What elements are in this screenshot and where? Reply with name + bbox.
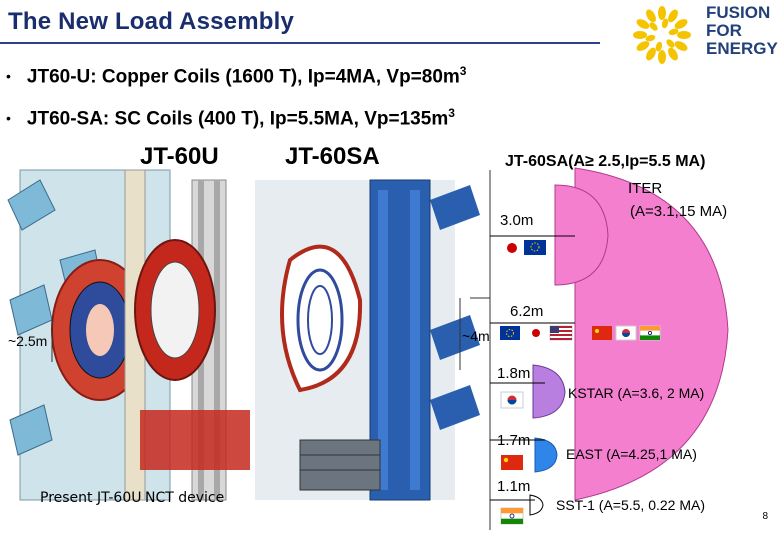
sst-label: SST-1 (A=5.5, 0.22 MA) bbox=[556, 497, 706, 513]
jt60u-machine-illustration bbox=[7, 169, 250, 501]
bullet-jt60sa-sup: 3 bbox=[448, 106, 455, 120]
jt60sa-size: 3.0m bbox=[500, 212, 534, 229]
japan-flag-icon bbox=[507, 243, 517, 253]
fusion-sun-logo-icon bbox=[633, 6, 691, 64]
logo-line-2: FOR bbox=[706, 21, 742, 40]
jt60sa-shape bbox=[490, 184, 609, 286]
east-size: 1.7m bbox=[497, 432, 531, 449]
bullet-jt60u-sup: 3 bbox=[459, 64, 467, 78]
japan-flag-icon bbox=[532, 329, 540, 337]
dim-right-label: ~4m bbox=[462, 328, 490, 344]
kstar-size: 1.8m bbox=[497, 365, 531, 382]
india-flag-icon bbox=[639, 325, 661, 341]
china-flag-icon bbox=[592, 326, 612, 340]
logo-text: FUSION FOR ENERGY bbox=[706, 4, 780, 58]
india-flag-icon bbox=[500, 507, 524, 525]
jt60sa-label: JT-60SA bbox=[285, 143, 380, 170]
iter-label: ITER bbox=[628, 180, 663, 197]
sst-shape bbox=[490, 494, 544, 516]
east-label: EAST (A=4.25,1 MA) bbox=[566, 446, 697, 462]
kstar-label: KSTAR (A=3.6, 2 MA) bbox=[568, 385, 705, 401]
kstar-shape bbox=[490, 364, 566, 419]
eu-flag-icon bbox=[524, 240, 546, 255]
logo-line-3: ENERGY bbox=[706, 39, 778, 58]
slide-title: The New Load Assembly bbox=[8, 8, 295, 35]
east-shape bbox=[490, 437, 558, 473]
korea-flag-icon bbox=[500, 391, 524, 409]
usa-flag-icon bbox=[549, 325, 573, 341]
caption-present-jt60u: Present JT-60U bbox=[40, 490, 142, 506]
jt60u-label: JT-60U bbox=[140, 143, 219, 170]
iter-params: (A=3.1,15 MA) bbox=[630, 203, 728, 220]
iter-size: 6.2m bbox=[510, 303, 544, 320]
eu-flag-icon bbox=[500, 326, 520, 340]
dim-left-label: ~2.5m bbox=[8, 333, 48, 349]
title-underline bbox=[0, 42, 600, 44]
china-flag-icon bbox=[501, 455, 523, 470]
bullet-jt60u: • JT60-U: Copper Coils (1600 T), Ip=4MA,… bbox=[6, 64, 467, 88]
bullet-jt60sa: • JT60-SA: SC Coils (400 T), Ip=5.5MA, V… bbox=[6, 106, 455, 130]
jt60sa-machine-illustration bbox=[255, 179, 480, 501]
korea-flag-icon bbox=[615, 325, 637, 341]
bullet-jt60u-text: JT60-U: Copper Coils (1600 T), Ip=4MA, V… bbox=[26, 66, 460, 88]
page-number: 8 bbox=[762, 511, 768, 522]
caption-nct-device: NCT device bbox=[145, 490, 225, 506]
sst-size: 1.1m bbox=[497, 478, 531, 495]
bullet-jt60sa-text: JT60-SA: SC Coils (400 T), Ip=5.5MA, Vp=… bbox=[26, 108, 449, 130]
logo-line-1: FUSION bbox=[706, 3, 771, 22]
comparison-heading: JT-60SA(A≥ 2.5,Ip=5.5 MA) bbox=[505, 153, 706, 170]
